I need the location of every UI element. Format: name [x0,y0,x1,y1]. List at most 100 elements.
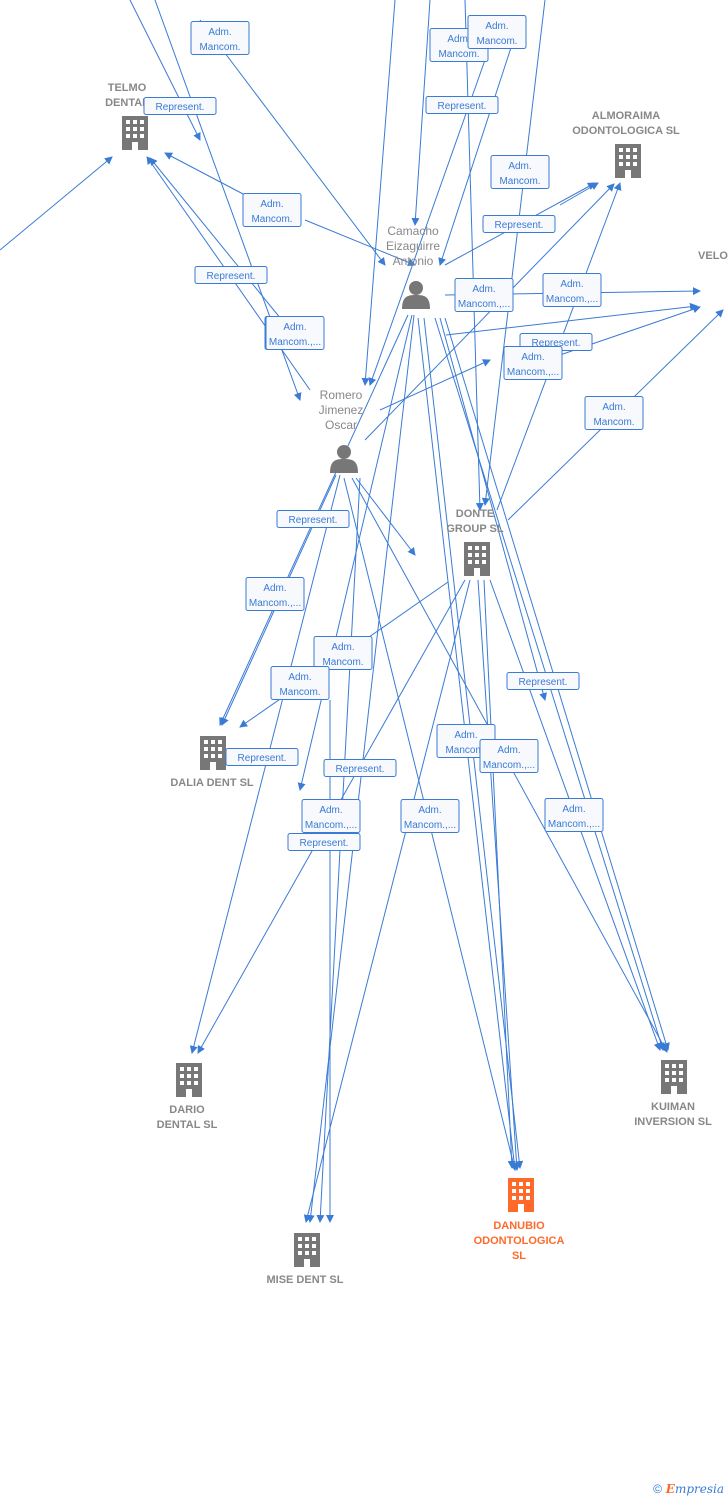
relation-label-text: Adm.Mancom. [279,672,320,698]
relation-label-line: Adm. [602,402,625,413]
relation-edge [483,579,516,1169]
relation-label-text: Represent. [495,220,544,231]
node-label: MISE DENT SL [266,1274,343,1286]
node-velo[interactable]: VELO [698,250,728,262]
node-label-line: TELMO [108,82,147,94]
relation-label-line: Represent. [289,515,338,526]
relation-label[interactable]: Adm. Mancom. [190,21,250,55]
relation-label[interactable]: Adm.Mancom. [584,396,644,430]
relation-label-text: Represent. [438,101,487,112]
relation-label-line: Mancom.,... [458,299,510,310]
relation-label[interactable]: Adm.Mancom. [490,155,550,189]
relation-label-line: Adm. [418,805,441,816]
relation-label[interactable]: Represent. [482,215,556,233]
relation-label-line: Represent. [495,220,544,231]
relation-label[interactable]: Adm.Mancom. [270,666,330,700]
node-almoraima[interactable]: ALMORAIMA ODONTOLOGICA SL [572,110,680,178]
node-label-line: DALIA DENT SL [170,777,254,789]
relation-label-line: Adm. [260,199,283,210]
node-label-line: ODONTOLOGICA SL [572,125,680,137]
relation-label-line: Adm. [485,21,508,32]
relation-label-line: Mancom.,... [404,820,456,831]
node-dalia[interactable]: DALIA DENT SL [170,736,254,789]
node-label-line: MISE DENT SL [266,1274,343,1286]
relation-label-text: Adm.Mancom.,... [548,804,600,830]
relation-label-box [287,833,361,851]
node-label-line: Antonio [393,254,434,268]
relation-label-line: Adm. [208,27,231,38]
relation-label-text: Represent. [336,764,385,775]
relation-label-line: Adm. [283,322,306,333]
node-mise[interactable]: MISE DENT SL [266,1233,344,1286]
relation-label[interactable]: Represent. [323,759,397,777]
relation-label-box [544,798,604,832]
relation-label-line: Represent. [519,677,568,688]
relation-label-line: Represent. [532,338,581,349]
relation-label-box [242,193,302,227]
relation-label[interactable]: Represent. [194,266,268,284]
relation-label[interactable]: Represent. [143,97,217,115]
relation-label[interactable]: Adm.Mancom. [313,636,373,670]
relation-label-box [313,636,373,670]
relation-label-line: Mancom. [199,42,240,53]
relation-label[interactable]: Adm.Mancom.,... [479,739,539,773]
node-label-line: DENTAL SL [157,1119,218,1131]
building-icon [464,542,490,576]
node-label-line: Eizaguirre [386,239,440,253]
relation-label-line: Mancom. [445,745,486,756]
node-label-line: ODONTOLOGICA [474,1235,565,1247]
building-icon [200,736,226,770]
building-icon [508,1178,534,1212]
relation-edge [559,182,599,206]
relation-label-line: Mancom. [322,657,363,668]
relation-label-text: Adm.Mancom. [322,642,363,668]
relation-label-box [265,316,325,350]
relation-label[interactable]: Adm. Mancom.,... [454,278,514,312]
relation-label[interactable]: Adm.Mancom.,... [301,799,361,833]
relation-label-box [479,739,539,773]
building-icon [661,1060,687,1094]
relation-label-line: Mancom.,... [249,598,301,609]
relation-label[interactable]: Represent. [425,96,499,114]
relation-label-line: Mancom. [476,36,517,47]
relation-label-line: Mancom.,... [269,337,321,348]
relation-label-text: Adm. Mancom.,... [404,805,456,831]
relation-label[interactable]: Adm. Mancom.,... [400,799,460,833]
relation-label-line: Adm. [472,284,495,295]
relation-label[interactable]: Represent. [276,510,350,528]
relation-label-text: Adm. Mancom. [199,27,240,53]
relation-label[interactable]: Adm. Mancom. [467,15,527,49]
relation-label[interactable]: Represent. [225,748,299,766]
relation-label-line: Adm. [521,352,544,363]
node-label-line: ALMORAIMA [592,110,660,122]
relation-label-line: Represent. [438,101,487,112]
relation-label[interactable]: Adm.Mancom. [242,193,302,227]
relation-label[interactable]: Adm.Mancom.,... [245,577,305,611]
relation-edge [368,59,486,386]
relation-label-box [270,666,330,700]
relation-label[interactable]: Represent. [506,672,580,690]
relation-label-line: Adm. [447,34,470,45]
relation-label-line: Adm. [319,805,342,816]
relation-label[interactable]: Adm.Mancom.,... [544,798,604,832]
relation-label-text: Represent. [519,677,568,688]
relation-label[interactable]: Represent. [287,833,361,851]
relation-label[interactable]: Adm. Mancom.,... [265,316,325,350]
relation-label-line: Represent. [156,102,205,113]
relation-edge [164,152,246,196]
relation-label-text: Represent. [300,838,349,849]
relation-label[interactable]: Adm.Mancom.,... [542,273,602,307]
relation-label-line: Mancom. [499,176,540,187]
relation-label[interactable]: Adm.Mancom.,... [503,346,563,380]
relation-label-box [503,346,563,380]
